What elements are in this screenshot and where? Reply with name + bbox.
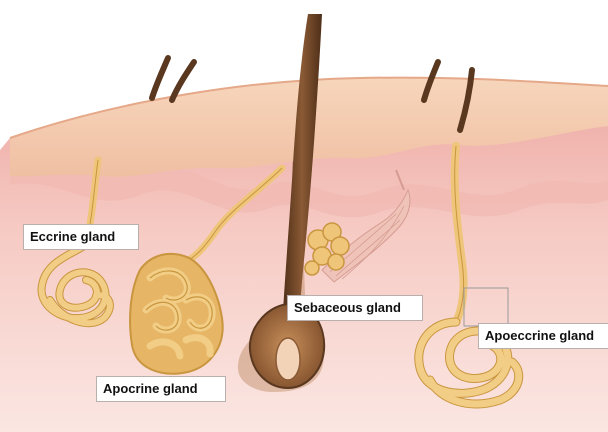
apocrine-gland-label: Apocrine gland: [96, 376, 226, 402]
apoeccrine-gland-label: Apoeccrine gland: [478, 323, 608, 349]
dermal-papilla: [276, 338, 300, 380]
hair-left-a: [152, 58, 168, 98]
eccrine-gland-label: Eccrine gland: [23, 224, 139, 250]
sebaceous-gland-label: Sebaceous gland: [287, 295, 423, 321]
